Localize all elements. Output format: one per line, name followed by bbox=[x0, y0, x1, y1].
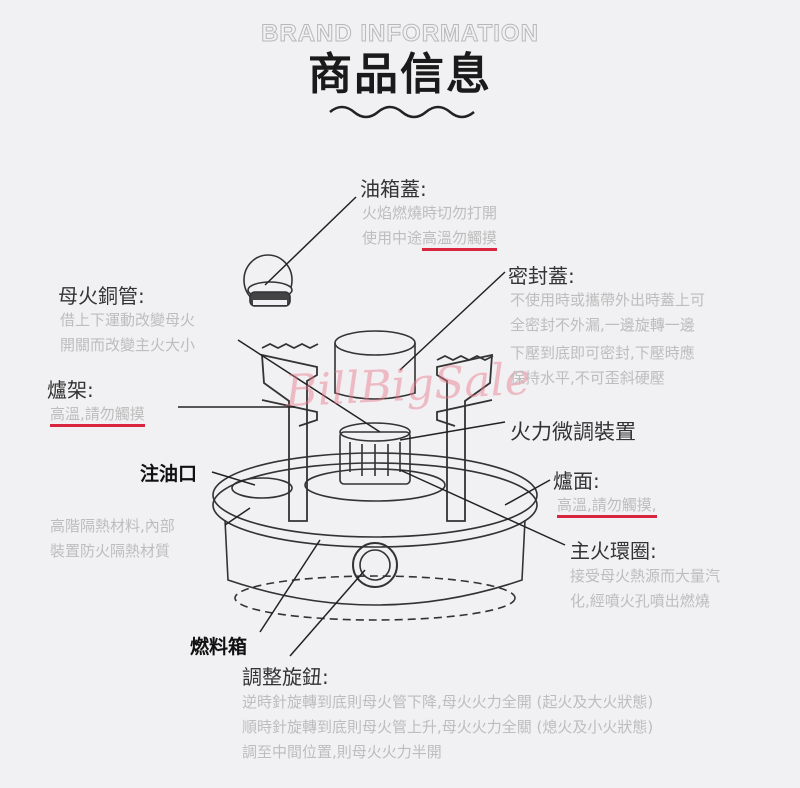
pilot-tube-label: 母火銅管: bbox=[58, 284, 145, 308]
leader-lines bbox=[178, 196, 566, 657]
fine-adjust-label: 火力微調裝置 bbox=[510, 420, 636, 444]
desc-line: 保持水平,不可歪斜硬壓 bbox=[510, 369, 665, 387]
stand-desc: 高溫,請勿觸摸 bbox=[50, 402, 145, 427]
tank-cap-label: 油箱蓋: bbox=[360, 177, 427, 201]
tank-cap-desc: 火焰燃燒時切勿打開 使用中途高溫勿觸摸 bbox=[362, 201, 498, 251]
burner-shape bbox=[304, 422, 446, 502]
desc-line: 不使用時或攜帶外出時蓋上可 bbox=[510, 291, 706, 309]
desc-line: 使用中途高溫勿觸摸 bbox=[362, 226, 498, 251]
desc-line: 全密封不外漏,一邊旋轉一邊 bbox=[510, 316, 695, 334]
desc-line: 下壓到底即可密封,下壓時應 bbox=[510, 344, 695, 362]
brand-heading: BRAND INFORMATION bbox=[261, 20, 539, 48]
knob-label: 調整旋鈕: bbox=[242, 665, 329, 689]
desc-line: 逆時針旋轉到底則母火管下降,母火火力全開 (起火及大火狀態) bbox=[242, 693, 654, 711]
seal-cap-label: 密封蓋: bbox=[508, 264, 575, 288]
pilot-tube-desc: 借上下運動改變母火 開關而改變主火大小 bbox=[60, 308, 195, 358]
stove-top-desc: 高溫,請勿觸摸, bbox=[557, 493, 657, 518]
desc-line: 接受母火熱源而大量汽 bbox=[570, 567, 721, 585]
warning-text: 高溫,請勿觸摸 bbox=[50, 405, 145, 427]
desc-line: 開關而改變主火大小 bbox=[60, 336, 196, 354]
main-ring-label: 主火環圈: bbox=[570, 539, 657, 563]
stove-stand bbox=[261, 342, 494, 522]
warning-text: 高溫勿觸摸 bbox=[422, 229, 498, 251]
desc-line: 借上下運動改變母火 bbox=[60, 311, 196, 329]
desc-line: 順時針旋轉到底則母火管上升,母火火力全關 (熄火及小火狀態) bbox=[242, 718, 654, 736]
seal-cap-shape bbox=[334, 330, 416, 400]
stove-top-label: 爐面: bbox=[553, 469, 600, 493]
warning-text: 高溫,請勿觸摸, bbox=[557, 496, 657, 518]
insulation-desc: 高階隔熱材料,內部 裝置防火隔熱材質 bbox=[50, 514, 175, 564]
desc-line: 高階隔熱材料,內部 bbox=[50, 517, 175, 535]
knob-shape bbox=[352, 542, 398, 588]
knob-desc: 逆時針旋轉到底則母火管下降,母火火力全開 (起火及大火狀態) 順時針旋轉到底則母… bbox=[242, 690, 653, 765]
main-ring-desc: 接受母火熱源而大量汽 化,經噴火孔噴出燃燒 bbox=[570, 564, 720, 614]
desc-line: 火焰燃燒時切勿打開 bbox=[362, 204, 498, 222]
fuel-tank-label: 燃料箱 bbox=[190, 636, 248, 658]
page-title: 商品信息 bbox=[308, 49, 492, 100]
stand-label: 爐架: bbox=[47, 378, 94, 402]
fill-port-shape bbox=[231, 477, 293, 499]
seal-cap-desc: 不使用時或攜帶外出時蓋上可 全密封不外漏,一邊旋轉一邊 下壓到底即可密封,下壓時… bbox=[510, 288, 705, 391]
desc-line: 裝置防火隔熱材質 bbox=[50, 542, 171, 560]
desc-line: 調至中間位置,則母火火力半開 bbox=[242, 743, 442, 761]
fill-port-label: 注油口 bbox=[140, 463, 198, 485]
desc-line: 化,經噴火孔噴出燃燒 bbox=[570, 592, 710, 610]
wave-divider bbox=[329, 105, 475, 119]
tank-cap-shape bbox=[243, 254, 293, 307]
